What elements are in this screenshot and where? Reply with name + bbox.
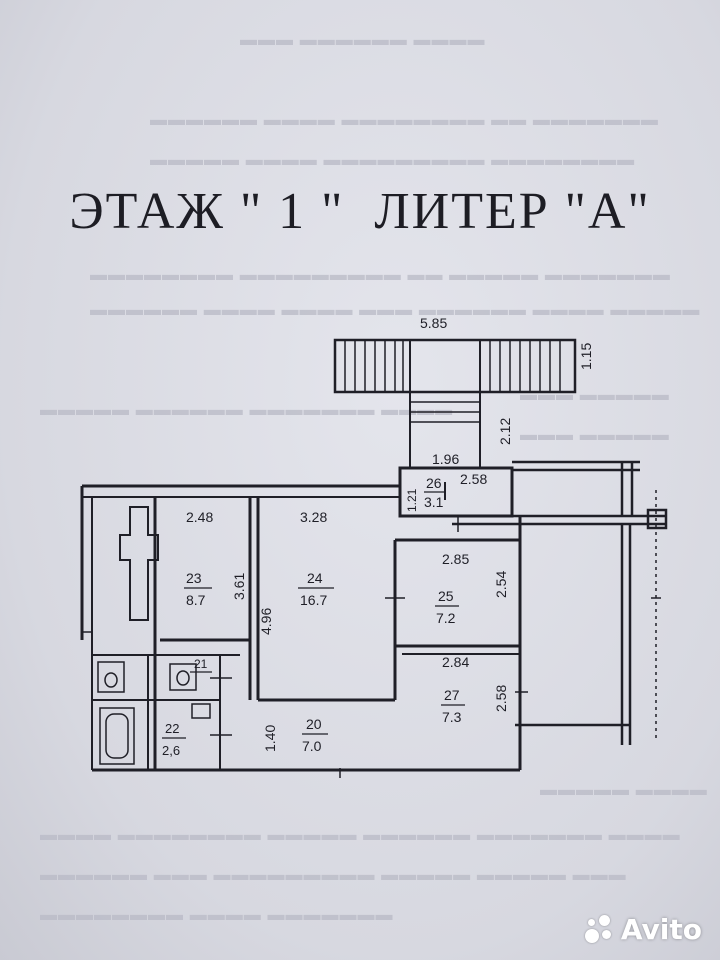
bleed-through-line: ▬▬▬▬▬ ▬▬▬▬▬▬ ▬▬▬▬▬▬▬ ▬▬▬▬ bbox=[40, 400, 454, 419]
bleed-through-line: ▬▬▬▬▬ ▬▬▬▬ bbox=[540, 780, 708, 799]
room-25-depth-label: 2.54 bbox=[493, 571, 509, 598]
room-26-number: 26 bbox=[426, 475, 442, 491]
bleed-through-line: ▬▬▬ ▬▬▬▬▬ bbox=[520, 425, 670, 444]
room-26-area: 3.1 bbox=[424, 494, 444, 510]
room-27-depth-label: 2.58 bbox=[493, 685, 509, 712]
room-21-number: 21 bbox=[194, 657, 208, 671]
porch-steps-left bbox=[344, 340, 404, 392]
avito-watermark: Avito bbox=[584, 913, 702, 946]
apartment-walls bbox=[80, 484, 522, 772]
vestibule-side-label: 1.21 bbox=[405, 488, 419, 512]
porch-width-label: 5.85 bbox=[420, 315, 447, 331]
sink-fixture bbox=[191, 703, 211, 719]
porch-steps-right bbox=[489, 340, 561, 392]
room-20-number: 20 bbox=[306, 716, 322, 732]
room-24-area: 16.7 bbox=[300, 592, 327, 608]
entrance-stairs bbox=[409, 392, 481, 468]
room-24-width-label: 3.28 bbox=[300, 509, 327, 525]
door-marks bbox=[82, 515, 528, 778]
bathtub-fixture bbox=[99, 707, 135, 765]
room-25-area: 7.2 bbox=[436, 610, 456, 626]
room-27-number: 27 bbox=[444, 687, 460, 703]
room-25-number: 25 bbox=[438, 588, 454, 604]
room-27-width-label: 2.84 bbox=[442, 654, 469, 670]
room-27-area: 7.3 bbox=[442, 709, 462, 725]
room-22-number: 22 bbox=[165, 721, 179, 736]
exterior-walls bbox=[452, 460, 668, 745]
room-25-width-label: 2.85 bbox=[442, 551, 469, 567]
porch-landing bbox=[409, 339, 481, 393]
toilet-fixture bbox=[97, 661, 197, 693]
corridor-width-label: 1.40 bbox=[262, 725, 278, 752]
vestibule-width-label: 1.96 bbox=[432, 451, 459, 467]
vent-shaft bbox=[119, 506, 159, 621]
room-24-depth-label: 4.96 bbox=[258, 608, 274, 635]
avito-logo-icon bbox=[584, 914, 615, 945]
room-23-number: 23 bbox=[186, 570, 202, 586]
avito-watermark-text: Avito bbox=[620, 913, 702, 946]
room-23-area: 8.7 bbox=[186, 592, 206, 608]
bleed-through-line: ▬▬▬ ▬▬▬▬▬▬ ▬▬▬▬ bbox=[240, 30, 486, 49]
room-23-width-label: 2.48 bbox=[186, 509, 213, 525]
room-24-number: 24 bbox=[307, 570, 323, 586]
vestibule-depth-label: 2.58 bbox=[460, 471, 487, 487]
bleed-through-line: ▬▬▬▬▬▬▬▬ ▬▬▬▬ ▬▬▬▬▬▬▬ bbox=[40, 905, 394, 924]
room-23-depth-label: 3.61 bbox=[231, 573, 247, 600]
room-22-area: 2,6 bbox=[162, 743, 180, 758]
bleed-through-line: ▬▬▬▬▬▬ ▬▬▬▬ ▬▬▬▬ ▬▬▬ ▬▬▬▬▬▬ ▬▬▬▬ ▬▬▬▬▬ bbox=[90, 300, 701, 319]
bleed-through-line: ▬▬▬▬▬ ▬▬▬▬ ▬▬▬▬▬▬▬▬▬ ▬▬▬▬▬▬▬▬ bbox=[150, 150, 636, 169]
bleed-through-line: ▬▬▬▬▬▬ ▬▬▬▬ ▬▬▬▬▬▬▬▬ ▬▬ ▬▬▬▬▬▬▬ bbox=[150, 110, 659, 129]
porch bbox=[333, 338, 577, 394]
bleed-through-line: ▬▬▬▬ ▬▬▬▬▬▬▬▬ ▬▬▬▬▬ ▬▬▬▬▬▬ ▬▬▬▬▬▬▬ ▬▬▬▬ bbox=[40, 825, 681, 844]
bleed-through-line: ▬▬▬▬▬▬ ▬▬▬ ▬▬▬▬▬▬▬▬▬ ▬▬▬▬▬ ▬▬▬▬▬ ▬▬▬ bbox=[40, 865, 627, 884]
stair-length-label: 2.12 bbox=[497, 418, 513, 445]
room-20-area: 7.0 bbox=[302, 738, 322, 754]
porch-depth-label: 1.15 bbox=[578, 343, 594, 370]
bleed-through-line: ▬▬▬▬▬▬▬▬ ▬▬▬▬▬▬▬▬▬ ▬▬ ▬▬▬▬▬ ▬▬▬▬▬▬▬ bbox=[90, 265, 671, 284]
page-title: ЭТАЖ " 1 " ЛИТЕР "А" bbox=[69, 183, 651, 240]
bleed-through-line: ▬▬▬ ▬▬▬▬▬ bbox=[520, 385, 670, 404]
